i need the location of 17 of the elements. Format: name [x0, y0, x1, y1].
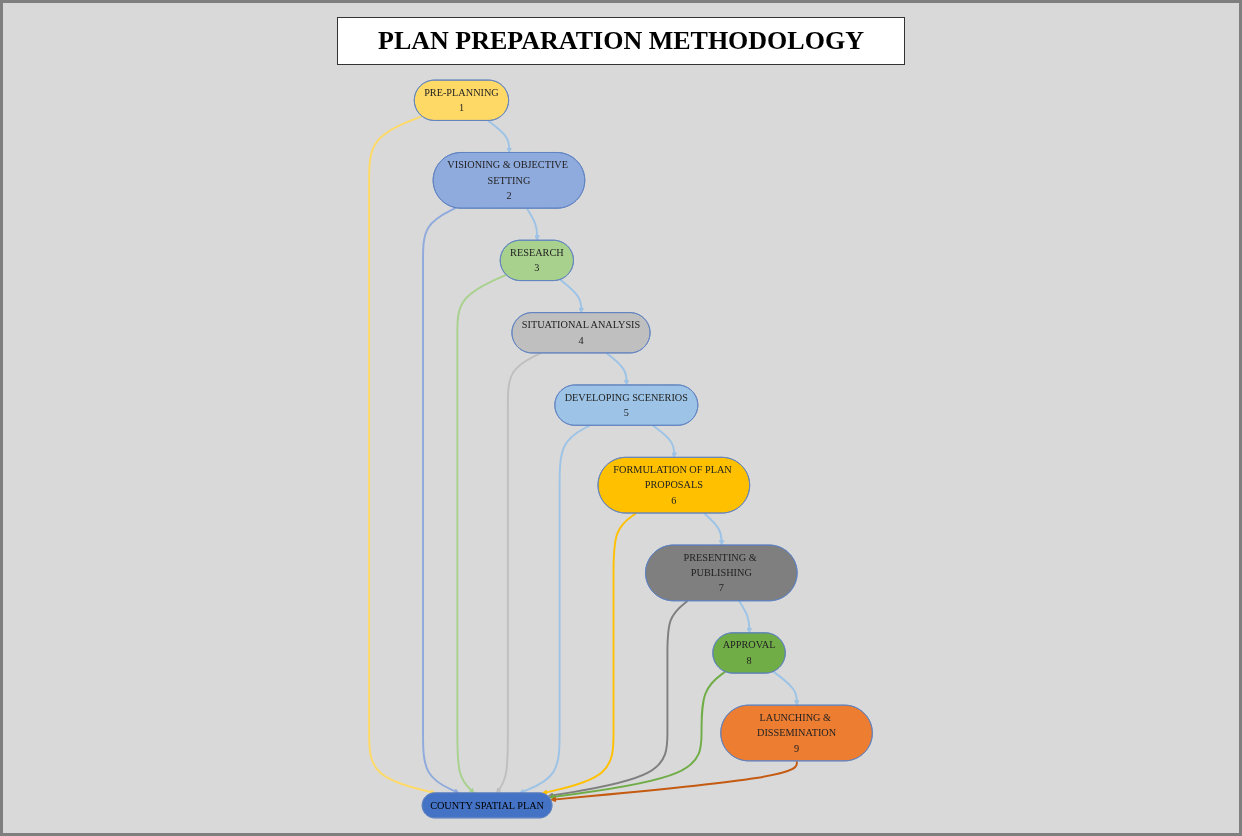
- arrow: [547, 600, 689, 799]
- arrow: [605, 352, 630, 386]
- arrow: [652, 424, 678, 458]
- arrow: [549, 670, 727, 800]
- arrow: [772, 670, 800, 706]
- arrow: [550, 760, 799, 803]
- arrow: [422, 207, 460, 794]
- title-box: PLAN PREPARATION METHODOLOGY: [337, 17, 905, 65]
- arrow: [519, 424, 591, 794]
- arrow: [496, 352, 542, 794]
- arrow: [703, 512, 725, 546]
- arrow: [559, 278, 585, 314]
- arrow: [526, 207, 541, 241]
- arrow: [487, 119, 513, 154]
- arrow: [541, 512, 638, 795]
- arrow: [456, 273, 508, 794]
- arrow: [738, 600, 753, 634]
